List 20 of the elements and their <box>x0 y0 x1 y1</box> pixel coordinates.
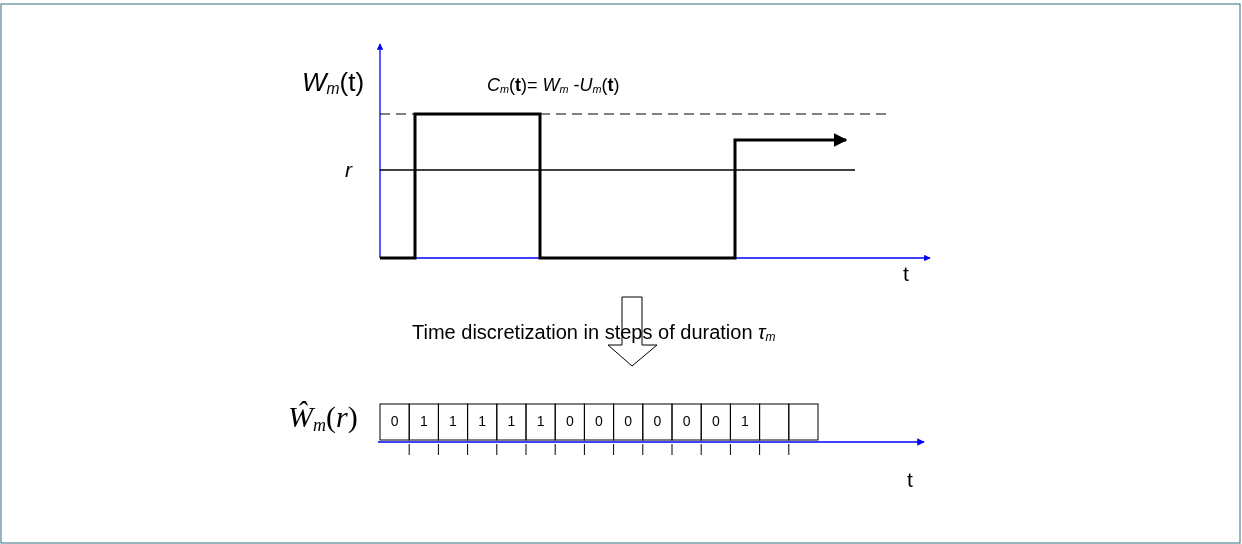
bit-value: 0 <box>564 414 575 430</box>
bit-value: 1 <box>535 414 546 430</box>
bit-value: 0 <box>681 414 692 430</box>
formula-text: C$_{m}$(t)= W$_{m}$ -U$_{m}$(t) <box>487 76 620 97</box>
axis-label: t <box>903 262 909 286</box>
axis-label: t <box>907 468 913 492</box>
bit-value: 0 <box>389 414 400 430</box>
bit-value: 0 <box>623 414 634 430</box>
threshold-label: r <box>345 158 352 182</box>
bit-value: 0 <box>594 414 604 430</box>
axis-label: W$_{m}$(t) <box>302 68 365 98</box>
bit-value: 0 <box>652 414 663 430</box>
bit-value: 1 <box>506 414 517 430</box>
bit-value: 1 <box>477 414 488 430</box>
bit-value: 0 <box>710 414 721 430</box>
axis-label: Ŵ$_{m}$(r) <box>288 400 358 436</box>
bit-value: 1 <box>448 414 458 430</box>
bit-value: 1 <box>740 414 750 430</box>
annotation-text: Time discretization in steps of duration τ$_{m}$ <box>412 321 776 345</box>
bit-value: 1 <box>418 414 429 430</box>
